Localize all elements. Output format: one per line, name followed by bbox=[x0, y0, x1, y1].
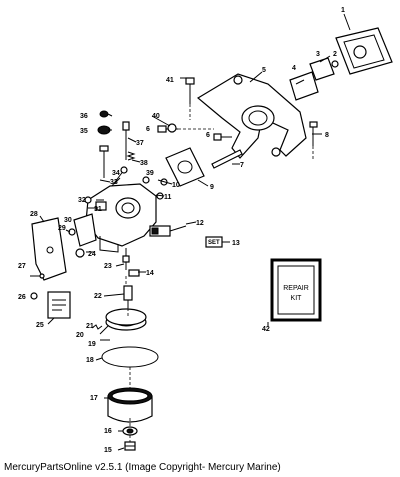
callout-32: 32 bbox=[78, 197, 86, 204]
part-screw-34 bbox=[99, 145, 109, 178]
callout-10: 10 bbox=[172, 182, 180, 189]
callout-4: 4 bbox=[292, 65, 296, 72]
part-screw-6-lower bbox=[213, 133, 232, 141]
part-gasket-18 bbox=[101, 346, 159, 368]
part-bowl-17 bbox=[107, 387, 153, 423]
callout-31: 31 bbox=[94, 206, 102, 213]
part-jet-14 bbox=[128, 269, 140, 277]
part-pin-20 bbox=[91, 324, 103, 330]
part-screw-26 bbox=[30, 292, 38, 300]
carburetor-exploded-diagram: SET bbox=[18, 7, 393, 454]
part-bolt-41 bbox=[185, 77, 195, 104]
alignment-lines bbox=[125, 104, 314, 442]
set-label: SET bbox=[208, 240, 220, 246]
callout-34: 34 bbox=[112, 170, 120, 177]
callout-28: 28 bbox=[30, 211, 38, 218]
part-lever-39 bbox=[142, 176, 150, 184]
callout-16: 16 bbox=[104, 428, 112, 435]
part-jet-23 bbox=[122, 248, 130, 270]
leader-lines bbox=[39, 13, 351, 451]
kit-label-kit: KIT bbox=[291, 295, 303, 302]
image-caption: MercuryPartsOnline v2.5.1 (Image Copyrig… bbox=[4, 462, 281, 473]
part-screw-2 bbox=[331, 60, 339, 68]
part-screw-37 bbox=[122, 121, 130, 160]
callout-17: 17 bbox=[90, 395, 98, 402]
callout-6b: 6 bbox=[206, 132, 210, 139]
callout-39: 39 bbox=[146, 170, 154, 177]
callout-24: 24 bbox=[88, 251, 96, 258]
part-flange-gasket bbox=[165, 147, 205, 187]
callout-25: 25 bbox=[36, 322, 44, 329]
callout-numbers: 1 2 3 4 5 6 6 7 8 9 10 11 12 13 14 15 16… bbox=[18, 7, 345, 454]
part-plate-30 bbox=[73, 213, 97, 247]
callout-8: 8 bbox=[325, 132, 329, 139]
callout-20: 20 bbox=[76, 332, 84, 339]
callout-33: 33 bbox=[110, 179, 118, 186]
callout-36: 36 bbox=[80, 113, 88, 120]
callout-22: 22 bbox=[94, 293, 102, 300]
callout-29: 29 bbox=[58, 225, 66, 232]
callout-9: 9 bbox=[210, 184, 214, 191]
kit-label-repair: REPAIR bbox=[283, 285, 309, 292]
part-screw-15 bbox=[124, 441, 136, 451]
callout-7: 7 bbox=[240, 162, 244, 169]
callout-21: 21 bbox=[86, 323, 94, 330]
callout-6a: 6 bbox=[146, 126, 150, 133]
part-decal-25 bbox=[47, 291, 71, 319]
callout-40: 40 bbox=[152, 113, 160, 120]
part-screw-32 bbox=[84, 196, 92, 204]
callout-41: 41 bbox=[166, 77, 174, 84]
part-gasket-plate bbox=[335, 27, 393, 75]
callout-18: 18 bbox=[86, 357, 94, 364]
callout-30: 30 bbox=[64, 217, 72, 224]
part-spring-38 bbox=[126, 151, 136, 161]
part-cover-28 bbox=[31, 217, 67, 281]
callout-19: 19 bbox=[88, 341, 96, 348]
part-set-13: SET bbox=[205, 236, 223, 248]
callout-1: 1 bbox=[341, 7, 345, 14]
part-needle-22 bbox=[123, 285, 133, 308]
part-nut-24 bbox=[75, 248, 85, 258]
part-intake-manifold bbox=[196, 73, 307, 159]
callout-2: 2 bbox=[333, 51, 337, 58]
part-carburetor-body bbox=[85, 183, 157, 253]
callout-42: 42 bbox=[262, 326, 270, 333]
callout-35: 35 bbox=[80, 128, 88, 135]
callout-27: 27 bbox=[18, 263, 26, 270]
callout-13: 13 bbox=[232, 240, 240, 247]
part-repair-kit-42: REPAIR KIT bbox=[270, 258, 322, 322]
part-small-gasket bbox=[309, 57, 335, 81]
part-washer-16 bbox=[122, 426, 138, 436]
part-bolt-8 bbox=[309, 121, 318, 146]
callout-14: 14 bbox=[146, 270, 154, 277]
part-washer-36 bbox=[99, 110, 109, 118]
part-screw-27 bbox=[30, 273, 45, 279]
callout-5: 5 bbox=[262, 67, 266, 74]
callout-3: 3 bbox=[316, 51, 320, 58]
part-float-21 bbox=[105, 308, 147, 331]
callout-26: 26 bbox=[18, 294, 26, 301]
part-stud-7 bbox=[211, 149, 243, 169]
callout-38: 38 bbox=[140, 160, 148, 167]
callout-15: 15 bbox=[104, 447, 112, 454]
part-choke-12 bbox=[149, 225, 187, 237]
part-reed-plate bbox=[289, 71, 319, 101]
callout-11: 11 bbox=[164, 194, 172, 201]
callout-23: 23 bbox=[104, 263, 112, 270]
callout-37: 37 bbox=[136, 140, 144, 147]
callout-12: 12 bbox=[196, 220, 204, 227]
